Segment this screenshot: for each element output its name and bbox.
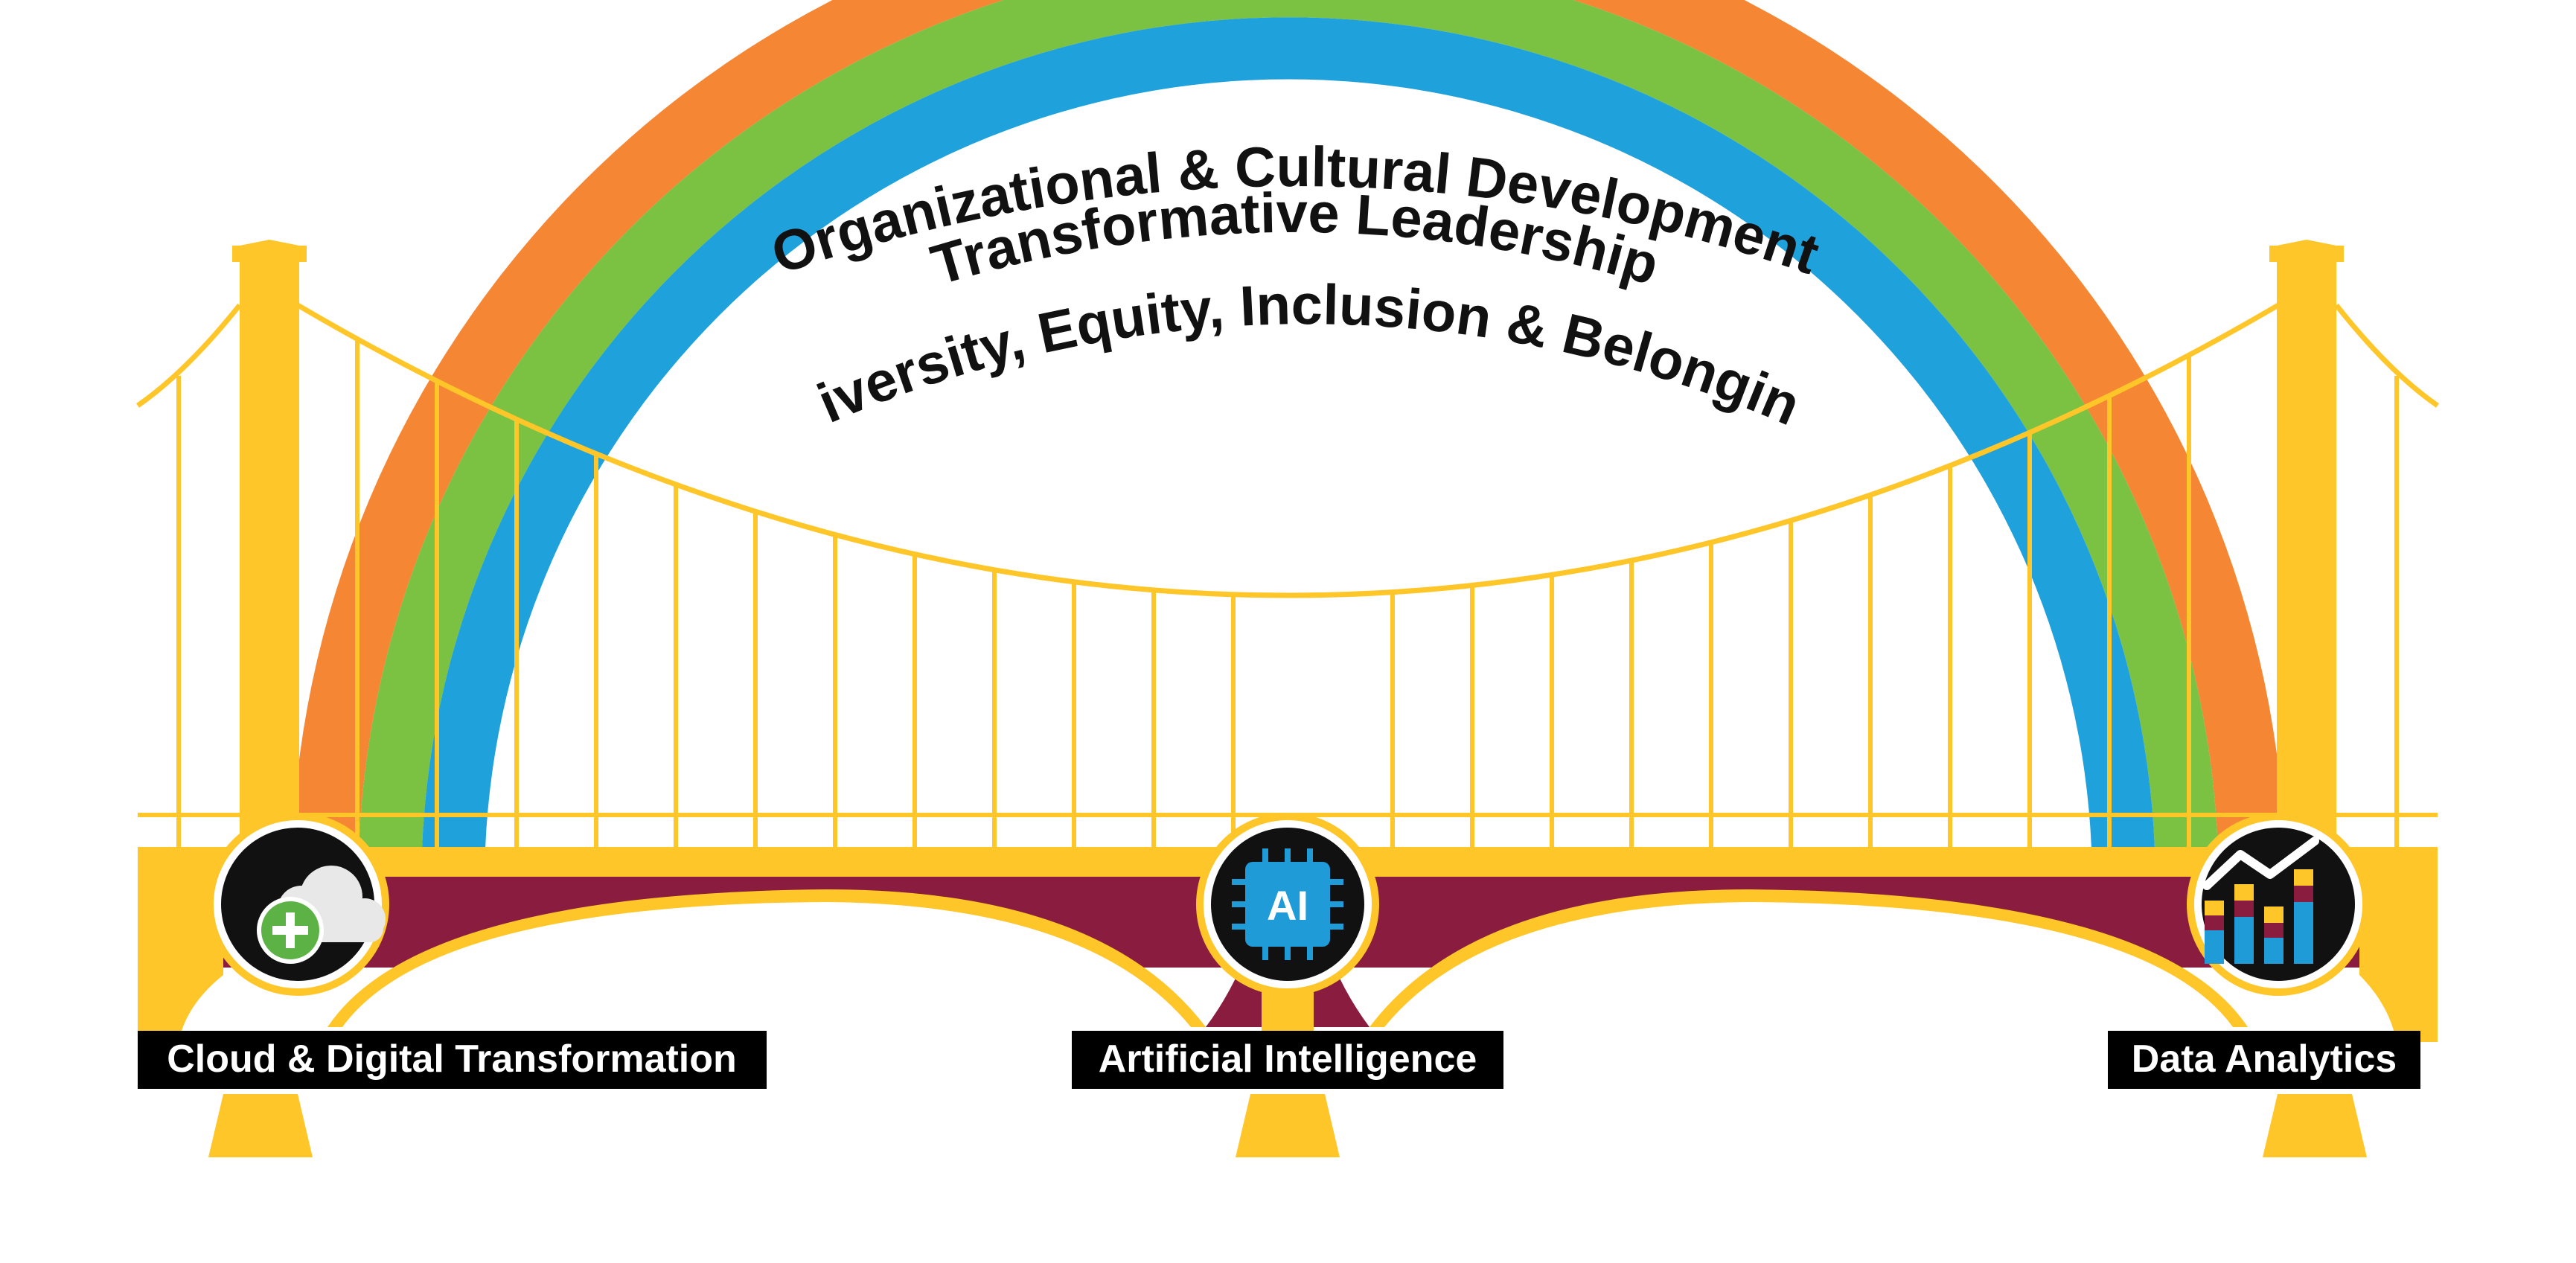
arc-middle-band xyxy=(359,0,2218,848)
label-right: Data Analytics xyxy=(2108,1031,2420,1089)
bridge-bases xyxy=(208,1094,2367,1157)
trend-line xyxy=(2202,837,2319,890)
right-tower xyxy=(2269,240,2344,852)
chip-text: AI xyxy=(1267,882,1308,929)
left-tower xyxy=(232,240,307,852)
rainbow-arcs xyxy=(292,0,2285,848)
label-left-text: Cloud & Digital Transformation xyxy=(167,1037,737,1081)
label-center-text: Artificial Intelligence xyxy=(1099,1037,1477,1081)
label-left: Cloud & Digital Transformation xyxy=(138,1031,767,1089)
label-right-text: Data Analytics xyxy=(2132,1037,2397,1081)
pillar-left xyxy=(206,813,389,996)
suspension-cables xyxy=(136,302,2439,598)
pillar-right xyxy=(2187,813,2370,996)
label-center: Artificial Intelligence xyxy=(1072,1031,1503,1089)
chip-pins xyxy=(1232,848,1343,960)
pillar-center: AI xyxy=(1196,813,1379,996)
chip-body xyxy=(1245,862,1330,947)
cable-hangers xyxy=(176,339,2399,847)
chart-bars xyxy=(2205,869,2313,964)
